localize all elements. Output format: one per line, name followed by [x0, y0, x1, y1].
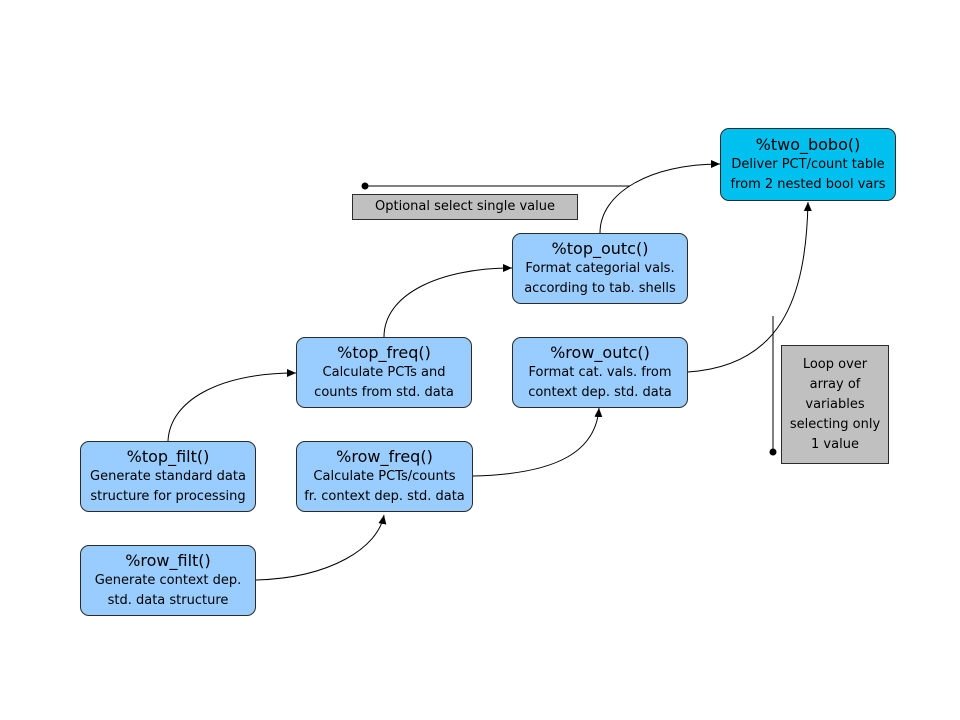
node-top-filt-line-2: structure for processing [90, 488, 246, 504]
node-row-outc[interactable]: %row_outc() Format cat. vals. from conte… [512, 337, 688, 408]
node-top-filt-title: %top_filt() [126, 446, 210, 466]
node-row-filt-line-1: Generate context dep. [94, 572, 242, 588]
connector-row-outc-to-two-bobo [687, 201, 812, 373]
node-row-freq[interactable]: %row_freq() Calculate PCTs/counts fr. co… [296, 441, 473, 512]
node-top-outc[interactable]: %top_outc() Format categorial vals. acco… [512, 233, 688, 304]
note-loop-line-3: variables [805, 396, 865, 412]
connector-row-filt-to-row-freq [255, 514, 387, 581]
connector-top-freq-to-top-outc [383, 264, 513, 338]
optional-select-dot [361, 182, 369, 190]
node-row-freq-line-1: Calculate PCTs/counts [313, 468, 456, 484]
node-top-freq-line-2: counts from std. data [314, 384, 454, 400]
node-top-outc-title: %top_outc() [551, 238, 649, 258]
note-optional-select: Optional select single value [352, 194, 578, 220]
note-loop-line-5: 1 value [811, 436, 859, 452]
node-top-freq[interactable]: %top_freq() Calculate PCTs and counts fr… [296, 337, 472, 408]
node-top-outc-line-1: Format categorial vals. [525, 260, 675, 276]
connector-row-freq-to-row-outc [472, 407, 603, 477]
node-row-outc-title: %row_outc() [550, 342, 650, 362]
node-row-freq-title: %row_freq() [336, 446, 433, 466]
node-two-bobo-title: %two_bobo() [755, 134, 861, 154]
note-loop: Loop over array of variables selecting o… [781, 345, 889, 464]
note-loop-line-1: Loop over [802, 356, 868, 372]
node-top-filt-line-1: Generate standard data [90, 468, 246, 484]
loop-dot [769, 448, 777, 456]
node-top-freq-line-1: Calculate PCTs and [322, 364, 446, 380]
note-loop-line-2: array of [809, 376, 861, 392]
node-row-filt-title: %row_filt() [125, 550, 211, 570]
connector-top-filt-to-top-freq [167, 369, 297, 442]
node-row-outc-line-2: context dep. std. data [528, 384, 672, 400]
node-two-bobo-line-2: from 2 nested bool vars [730, 176, 886, 192]
node-two-bobo-line-1: Deliver PCT/count table [731, 156, 885, 172]
node-two-bobo[interactable]: %two_bobo() Deliver PCT/count table from… [720, 128, 896, 201]
node-row-outc-line-1: Format cat. vals. from [528, 364, 672, 380]
note-optional-select-text: Optional select single value [375, 199, 555, 214]
connector-top-outc-to-two-bobo [599, 160, 721, 234]
note-loop-line-4: selecting only [789, 416, 881, 432]
node-row-filt[interactable]: %row_filt() Generate context dep. std. d… [80, 545, 256, 616]
node-top-filt[interactable]: %top_filt() Generate standard data struc… [80, 441, 256, 512]
node-top-freq-title: %top_freq() [337, 342, 431, 362]
node-row-freq-line-2: fr. context dep. std. data [304, 488, 465, 504]
node-top-outc-line-2: according to tab. shells [524, 280, 676, 296]
node-row-filt-line-2: std. data structure [107, 592, 229, 608]
